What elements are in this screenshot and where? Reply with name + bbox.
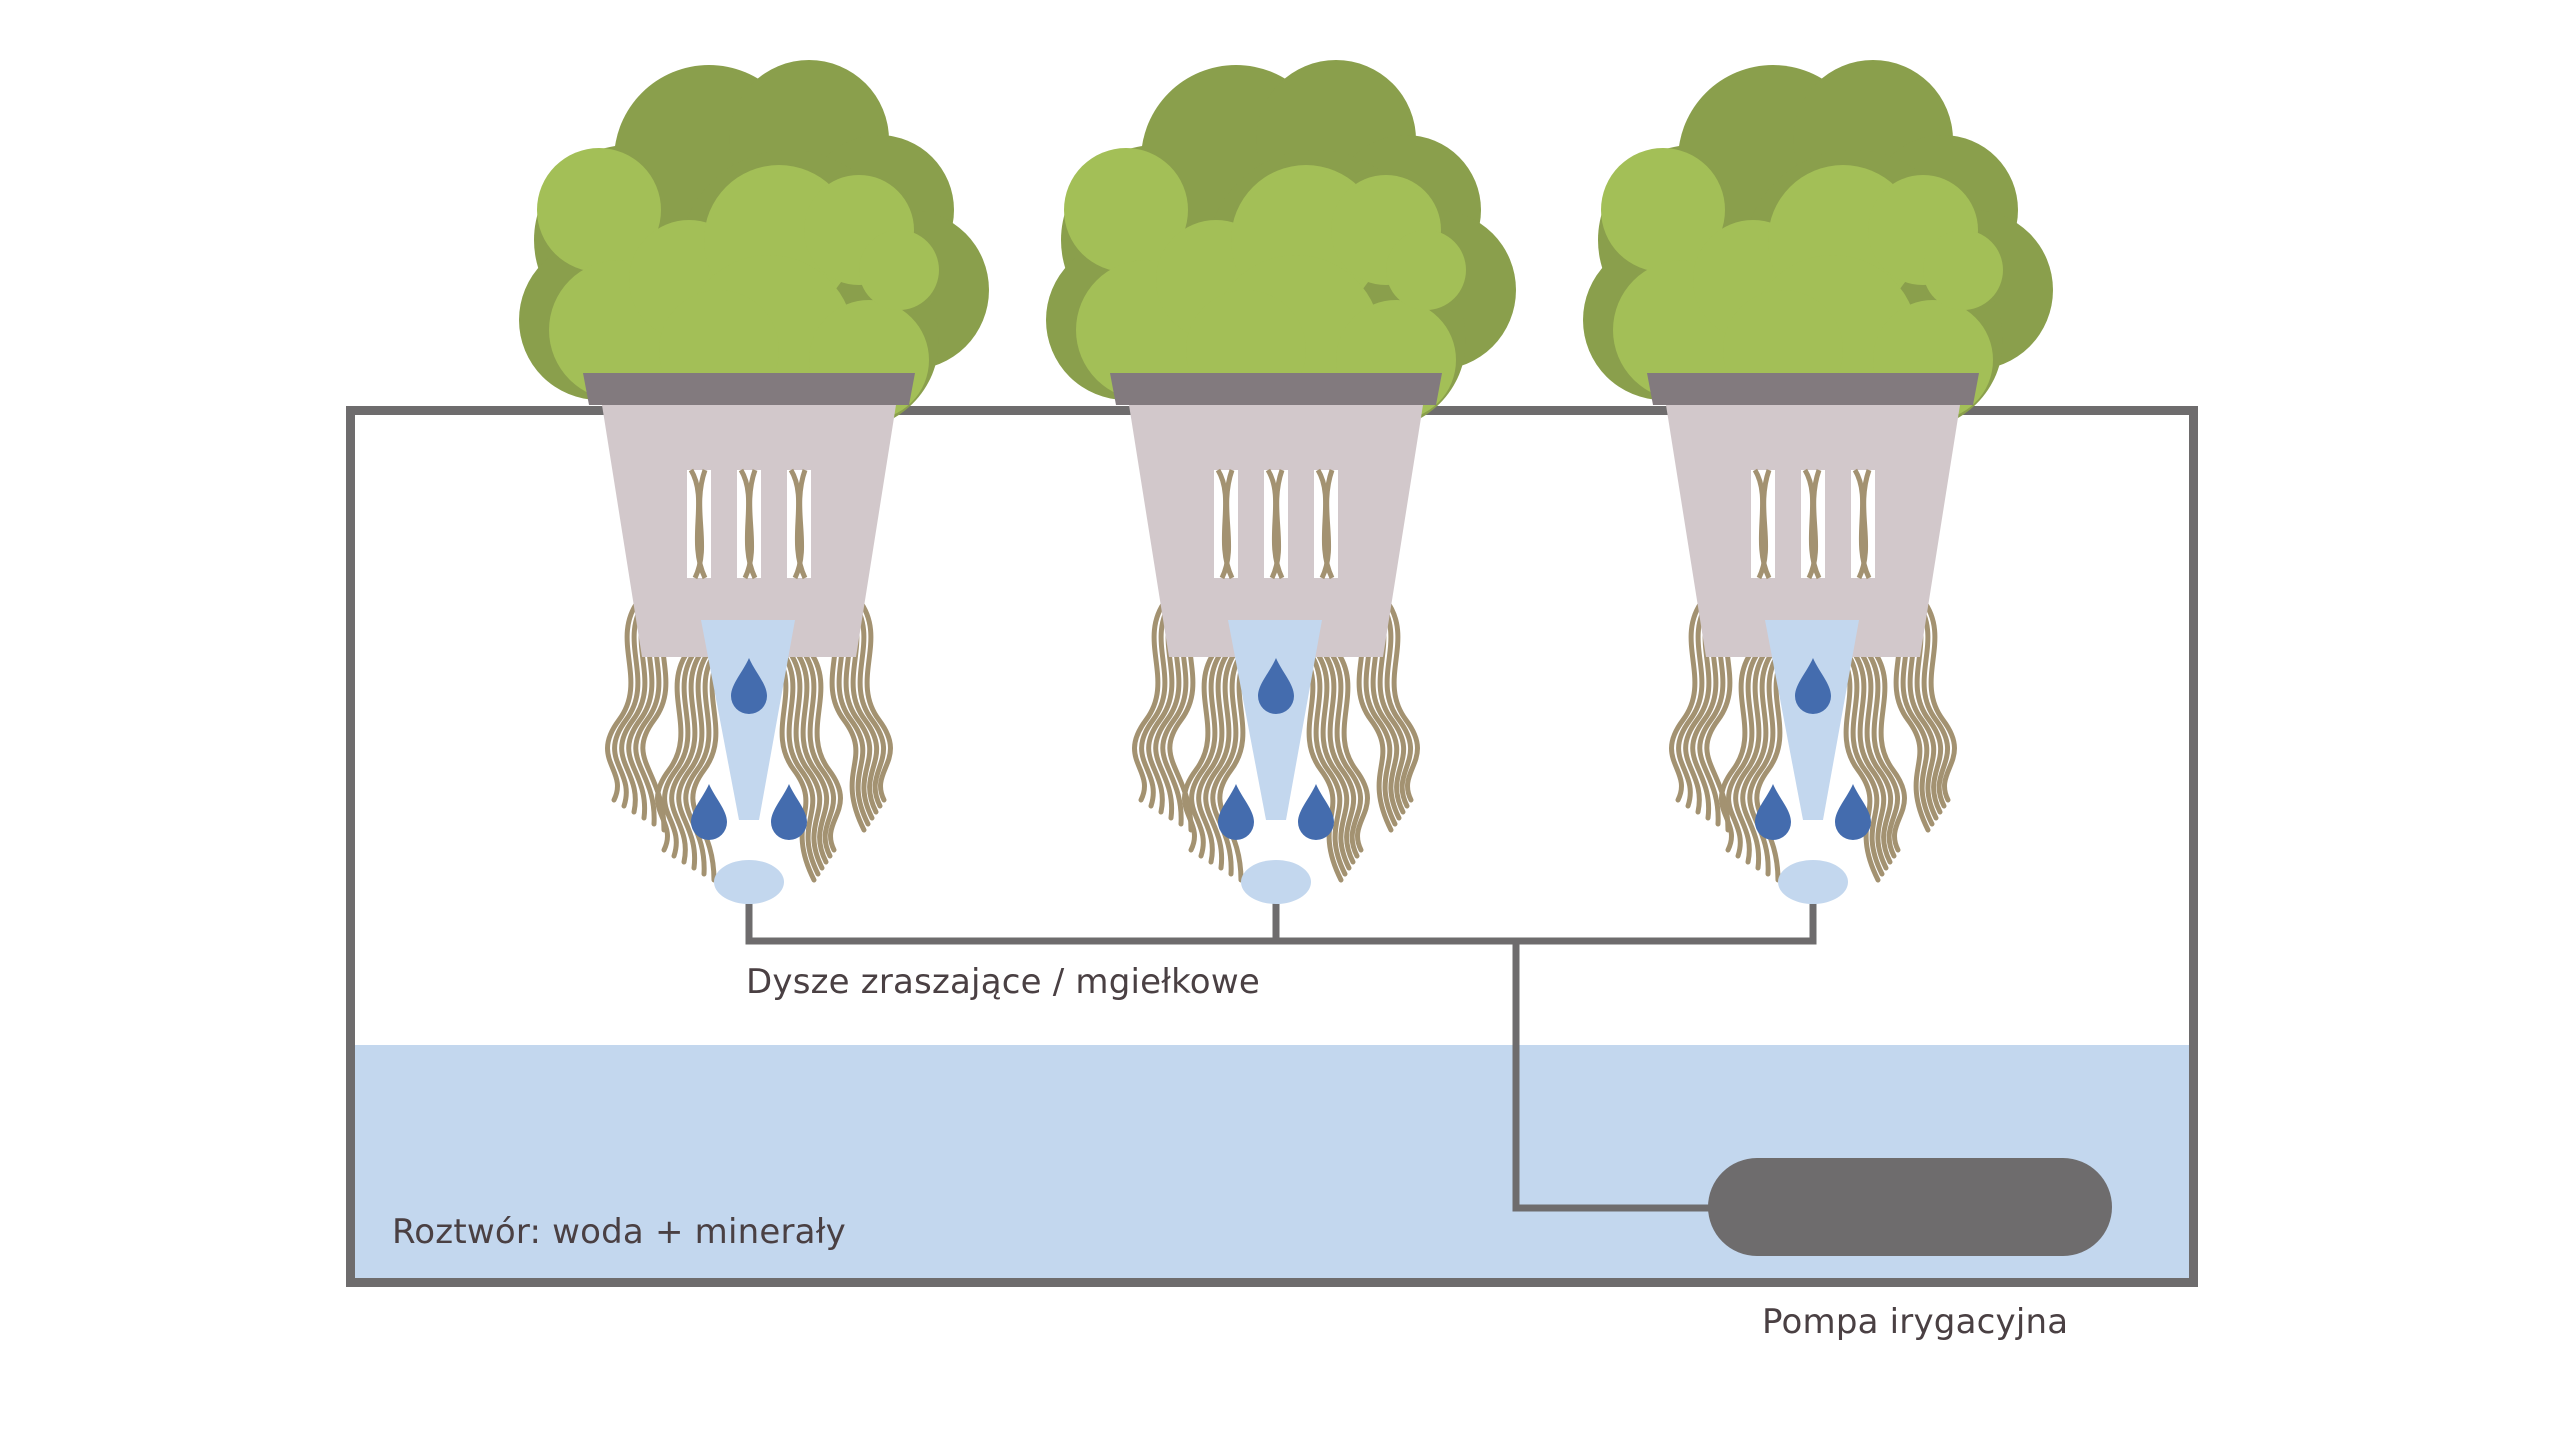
leaf (1386, 230, 1466, 310)
slot-roots (738, 468, 758, 580)
root-strand (1726, 647, 1763, 859)
root-strand (1849, 647, 1889, 871)
water-droplet-icon (1755, 784, 1791, 840)
root-strand (1920, 597, 1957, 803)
root-strand (1196, 647, 1233, 865)
root-strand (771, 647, 817, 883)
mist-spray (1228, 620, 1322, 820)
root-strand (856, 597, 893, 803)
irrigation-pump (1708, 1158, 2112, 1256)
leaf (537, 148, 661, 272)
root-strand (1203, 647, 1240, 871)
slot-roots (1315, 468, 1335, 580)
root-strand (1326, 647, 1363, 859)
plant-unit-3 (1583, 60, 2053, 904)
root-bundle (1298, 647, 1370, 883)
root-strand (669, 647, 706, 865)
slot-roots (1265, 468, 1285, 580)
root-strand (742, 469, 758, 580)
root-bundle (1669, 597, 1741, 833)
root-strand (1669, 597, 1706, 803)
leaf (1923, 230, 2003, 310)
root-strand (778, 647, 821, 877)
water-droplet-icon (1795, 658, 1831, 714)
root-strand (1856, 647, 1894, 865)
root-strand (1319, 647, 1357, 865)
root-strand (1132, 597, 1169, 803)
pump-riser-pipe (1512, 941, 1720, 1212)
slot-roots (688, 468, 708, 580)
water-droplet-icon (1835, 784, 1871, 840)
root-strand (1269, 469, 1285, 580)
mist-spray (701, 620, 795, 820)
root-strand (1182, 647, 1219, 853)
root-strand (1139, 597, 1176, 809)
slot-roots (1752, 468, 1772, 580)
root-strand (792, 647, 830, 865)
leaf (859, 230, 939, 310)
root-strand (1756, 469, 1772, 580)
root-strand (1319, 469, 1335, 580)
root-strand (1719, 647, 1756, 853)
root-strand (1913, 597, 1950, 809)
root-strand (1842, 647, 1885, 877)
root-strand (849, 597, 886, 809)
root-strand (662, 647, 699, 859)
spray-nozzle (1241, 860, 1311, 904)
pump-label: Pompa irygacyjna (1762, 1302, 2069, 1342)
root-strand (1219, 469, 1235, 580)
pipe-network (745, 900, 1817, 1212)
plant-unit-1 (519, 60, 989, 904)
root-strand (1189, 647, 1226, 859)
root-strand (676, 647, 713, 871)
root-strand (1856, 469, 1872, 580)
root-strand (655, 647, 692, 853)
slot-roots (1852, 468, 1872, 580)
root-strand (692, 469, 708, 580)
net-pot-rim (1647, 373, 1979, 405)
root-strand (1835, 647, 1881, 883)
root-strand (1376, 597, 1413, 809)
water-droplet-icon (691, 784, 727, 840)
net-pot-rim (583, 373, 915, 405)
water-droplet-icon (731, 658, 767, 714)
root-strand (1676, 597, 1713, 809)
water-droplet-icon (1258, 658, 1294, 714)
root-strand (792, 469, 808, 580)
distribution-pipe (745, 900, 1817, 945)
nozzles-label: Dysze zraszające / mgiełkowe (746, 962, 1260, 1002)
root-strand (1740, 647, 1777, 871)
slot-roots (1215, 468, 1235, 580)
net-pot-rim (1110, 373, 1442, 405)
root-bundle (771, 647, 843, 883)
root-strand (1863, 647, 1900, 859)
root-strand (806, 647, 843, 853)
spray-nozzle (1778, 860, 1848, 904)
mist-spray (1765, 620, 1859, 820)
water-droplet-icon (1218, 784, 1254, 840)
spray-nozzle (714, 860, 784, 904)
water-droplet-icon (771, 784, 807, 840)
root-strand (1733, 647, 1770, 865)
root-strand (612, 597, 649, 809)
slot-roots (788, 468, 808, 580)
solution-label: Roztwór: woda + minerały (392, 1212, 846, 1252)
root-strand (605, 597, 642, 803)
slot-roots (1802, 468, 1822, 580)
root-bundle (1835, 647, 1907, 883)
root-strand (799, 647, 836, 859)
water-droplet-icon (1298, 784, 1334, 840)
root-strand (1298, 647, 1344, 883)
root-strand (1312, 647, 1352, 871)
leaf (1601, 148, 1725, 272)
root-strand (785, 647, 825, 871)
root-strand (1870, 647, 1907, 853)
root-strand (1806, 469, 1822, 580)
root-strand (1383, 597, 1420, 803)
leaf (1064, 148, 1188, 272)
plant-unit-2 (1046, 60, 1516, 904)
root-strand (1305, 647, 1348, 877)
root-strand (1333, 647, 1370, 853)
